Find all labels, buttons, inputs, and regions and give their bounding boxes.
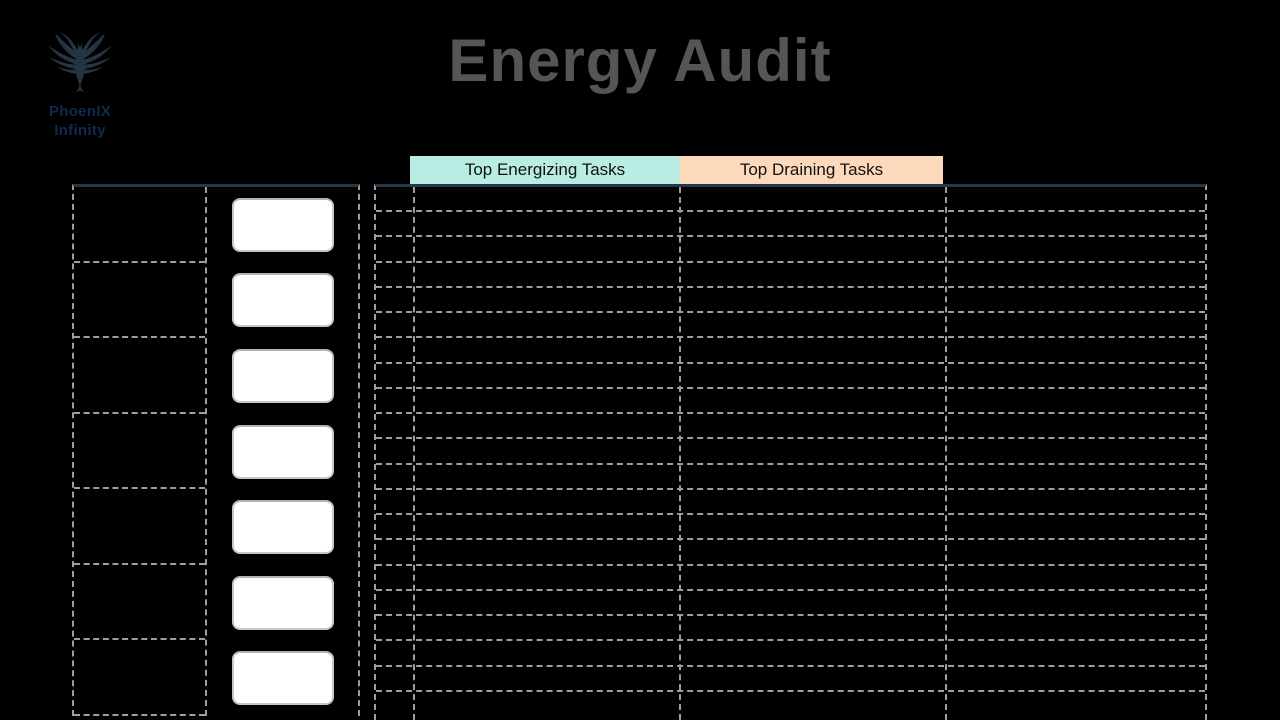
rating-box[interactable]: [231, 197, 334, 252]
rating-slot: [207, 338, 358, 414]
grid-row-line: [376, 311, 1205, 314]
draining-column[interactable]: [679, 187, 945, 720]
draining-header: Top Draining Tasks: [680, 156, 943, 184]
grid-row-line: [376, 664, 1205, 667]
rank-column[interactable]: [376, 187, 413, 720]
grid-row-line: [376, 285, 1205, 288]
time-column: [74, 187, 207, 717]
time-slot-cell[interactable]: [74, 187, 205, 263]
time-slot-cell[interactable]: [74, 338, 205, 414]
grid-row-line: [376, 412, 1205, 415]
grid-row-line: [376, 513, 1205, 516]
time-slot-cell[interactable]: [74, 489, 205, 565]
rating-slot: [207, 640, 358, 716]
grid-row-line: [376, 563, 1205, 566]
energizing-header: Top Energizing Tasks: [410, 156, 680, 184]
grid-row-line: [376, 588, 1205, 591]
brand-logo: PhoenIX Infinity: [36, 24, 124, 140]
grid-row-line: [376, 361, 1205, 364]
grid-row-line: [376, 487, 1205, 490]
grid-row-line: [376, 336, 1205, 339]
phoenix-icon: [48, 31, 112, 93]
rating-box[interactable]: [231, 651, 334, 706]
rating-slot: [207, 565, 358, 641]
time-slot-cell[interactable]: [74, 414, 205, 490]
time-slot-cell[interactable]: [74, 263, 205, 339]
grid-row-line: [376, 235, 1205, 238]
grid-row-line: [376, 386, 1205, 389]
rating-slot: [207, 489, 358, 565]
rating-slot: [207, 263, 358, 339]
grid-row-line: [376, 437, 1205, 440]
main-grid: [374, 184, 1207, 720]
grid-row-line: [376, 538, 1205, 541]
grid-row-line: [376, 260, 1205, 263]
rating-box[interactable]: [231, 273, 334, 328]
time-slot-cell[interactable]: [74, 565, 205, 641]
rating-box[interactable]: [231, 424, 334, 479]
time-slot-cell[interactable]: [74, 640, 205, 717]
notes-column[interactable]: [945, 187, 1209, 720]
grid-divider-1: [413, 187, 415, 720]
grid-row-line: [376, 210, 1205, 212]
rating-slot: [207, 187, 358, 263]
grid-row-line: [376, 614, 1205, 617]
grid-divider-3: [945, 187, 947, 720]
rating-column: [207, 187, 358, 716]
energy-level-table: [72, 184, 360, 717]
grid-divider-2: [679, 187, 681, 720]
grid-row-line: [376, 462, 1205, 465]
energizing-column[interactable]: [413, 187, 679, 720]
brand-name-line1: PhoenIX: [48, 103, 112, 120]
grid-row-line: [376, 639, 1205, 642]
brand-name-line2: Infinity: [54, 122, 106, 139]
grid-row-line: [376, 689, 1205, 692]
rating-box[interactable]: [231, 500, 334, 555]
rating-slot: [207, 414, 358, 490]
rating-box[interactable]: [231, 348, 334, 403]
rating-box[interactable]: [231, 575, 334, 630]
page-title: Energy Audit: [448, 27, 832, 94]
